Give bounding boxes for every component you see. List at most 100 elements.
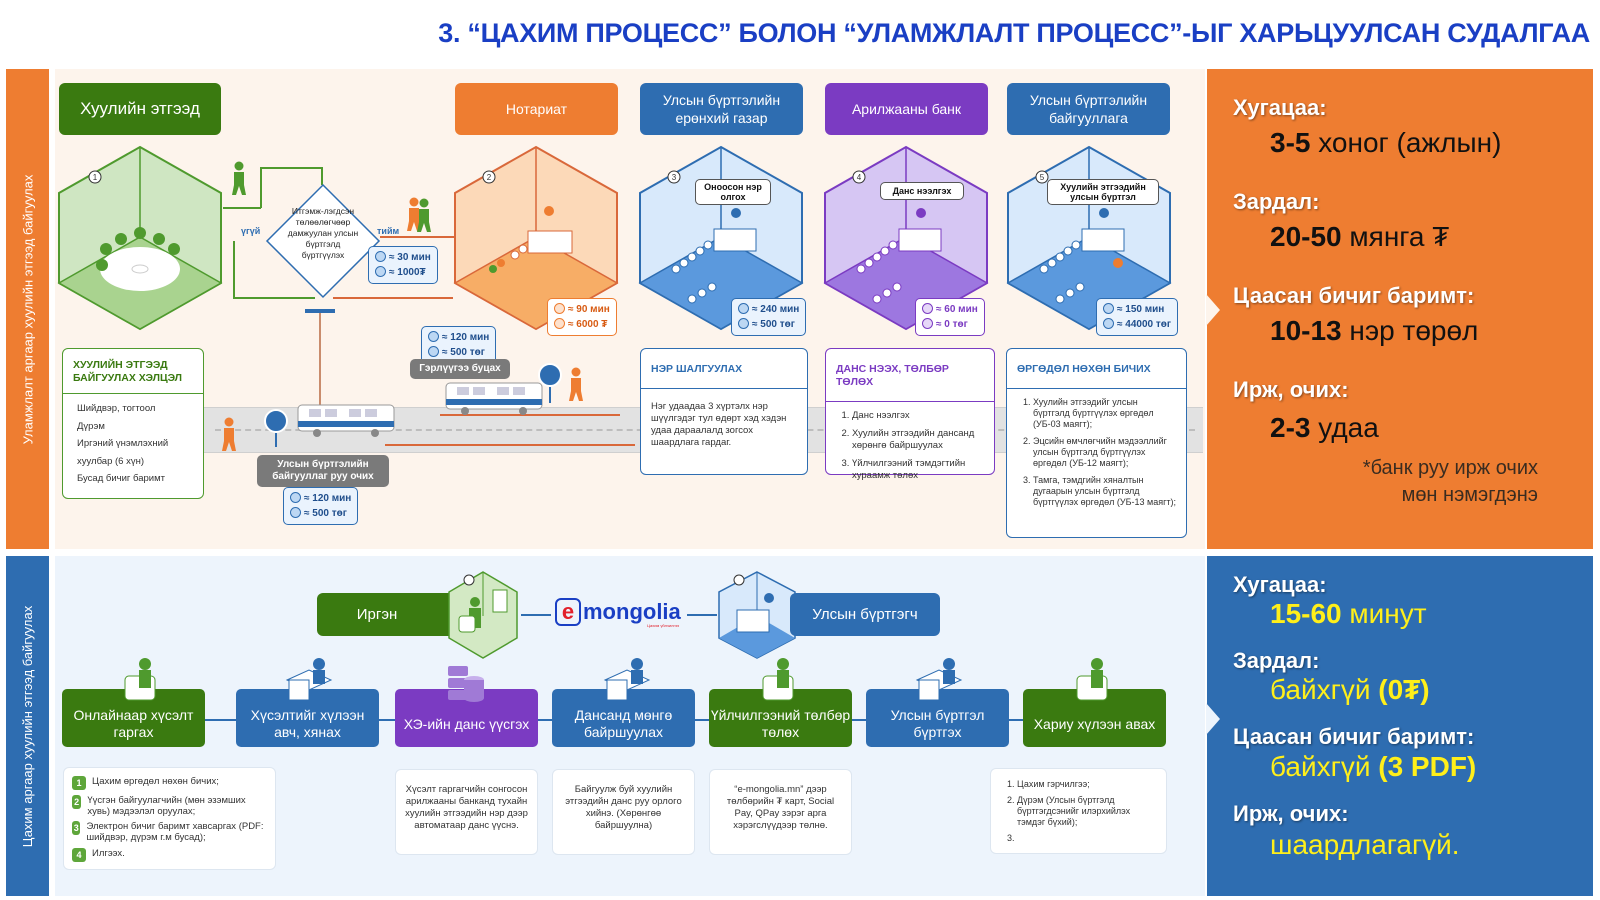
clerk-at-desk-icon bbox=[915, 658, 963, 701]
bus-icon bbox=[297, 404, 395, 437]
connector-line bbox=[233, 241, 235, 297]
emongolia-logo-text: mongolia bbox=[583, 599, 681, 624]
page-title: 3. “ЦАХИМ ПРОЦЕСС” БОЛОН “УЛАМЖЛАЛТ ПРОЦ… bbox=[438, 18, 1590, 48]
account-item: Үйлчилгээний тэмдэгтийн хураамж төлөх bbox=[852, 458, 984, 482]
application-item: Эцсийн өмчлөгчийн мэдээллийг улсын бүртг… bbox=[1033, 436, 1176, 469]
people-walking-icon bbox=[407, 197, 431, 232]
result-item: Цахим гэрчилгээ; bbox=[1017, 779, 1158, 790]
connector-line bbox=[333, 297, 453, 299]
tugrik-icon bbox=[554, 318, 565, 329]
payment-card: “e-mongolia.mn” дээр төлбөрийн ₮ карт, S… bbox=[709, 769, 852, 855]
speech-bubble-registration: Хуулийн этгээдийн улсын бүртгэл bbox=[1047, 179, 1159, 205]
account-card-title: ДАНС НЭЭХ, ТӨЛБӨР ТӨЛӨХ bbox=[826, 349, 994, 402]
clock-icon bbox=[375, 251, 386, 262]
merge-bar bbox=[305, 309, 335, 313]
connector-line bbox=[233, 297, 315, 299]
digital-step-deposit: Дансанд мөнгө байршуулах bbox=[552, 689, 695, 747]
step-badge: 4 bbox=[72, 848, 86, 862]
person-at-laptop-icon bbox=[762, 658, 794, 701]
go-registry-cost-badge: ≈ 120 мин ≈ 500 төг bbox=[283, 487, 359, 525]
clock-icon bbox=[290, 492, 301, 503]
summary-visits-label: Ирж, очих: bbox=[1233, 377, 1349, 402]
lane-traditional: Уламжлалт аргаар хуулийн этгээд байгуула… bbox=[6, 69, 49, 549]
result-card: Цахим гэрчилгээ; Дүрэм (Улсын бүртгэлд б… bbox=[990, 768, 1167, 854]
name-check-card: НЭР ШАЛГУУЛАХ Нэг удаадаа 3 хүртэлх нэр … bbox=[640, 348, 808, 475]
emongolia-logo-sub: Цахим үйлчилгээ bbox=[647, 623, 680, 628]
lane-digital: Цахим аргаар хуулийн этгээд байгуулах bbox=[6, 556, 49, 896]
decision-yes-label: тийм bbox=[377, 226, 400, 236]
digital-summary: Хугацаа: 15-60 минут Зардал: байхгүй (0₮… bbox=[1206, 556, 1593, 896]
header-registry-office: Улсын бүртгэлийн байгууллага bbox=[1007, 83, 1170, 135]
name-check-card-title: НЭР ШАЛГУУЛАХ bbox=[641, 349, 807, 389]
digital-process-panel: Иргэн e mongolia Цахим үйлчилгээ Улсын б… bbox=[55, 556, 1205, 896]
step-badge: 2 bbox=[72, 795, 82, 809]
step-arrow bbox=[695, 719, 709, 721]
summary-cost-label: Зардал: bbox=[1233, 189, 1320, 214]
step-number-5: 5 bbox=[1040, 173, 1045, 182]
connector-line bbox=[319, 313, 321, 407]
arrow-to-registrar bbox=[687, 614, 717, 616]
return-home-label: Гэрлүүгээ буцах bbox=[410, 359, 510, 379]
citizen-box: Иргэн bbox=[317, 593, 467, 636]
registrar-box: Улсын бүртгэгч bbox=[790, 593, 940, 636]
bus-stop-pole bbox=[549, 387, 551, 403]
agreement-item: Дүрэм bbox=[77, 420, 105, 432]
step-arrow bbox=[852, 719, 866, 721]
road-arrow-left bbox=[440, 414, 620, 416]
summary-time-value: 3-5 хоног (ажлын) bbox=[1270, 127, 1502, 158]
summary-docs-value: байхгүй (3 PDF) bbox=[1270, 751, 1477, 782]
tugrik-icon bbox=[1103, 318, 1114, 329]
registrar-office-illustration bbox=[718, 571, 796, 659]
header-bank: Арилжааны банк bbox=[825, 83, 988, 135]
bus-icon bbox=[445, 382, 543, 415]
emongolia-logo: e mongolia bbox=[555, 598, 681, 626]
summary-note: *банк руу ирж очих мөн нэмэгдэнэ bbox=[1362, 457, 1538, 506]
tugrik-icon bbox=[922, 318, 933, 329]
account-card: ДАНС НЭЭХ, ТӨЛБӨР ТӨЛӨХ Данс нээлгэх Хуу… bbox=[825, 348, 995, 481]
connector-line bbox=[380, 236, 455, 238]
registry-office-cost-badge: ≈ 150 мин ≈ 44000 төг bbox=[1096, 298, 1179, 336]
summary-time-label: Хугацаа: bbox=[1233, 572, 1327, 597]
traditional-process-panel: Хуулийн этгээд Нотариат Улсын бүртгэлийн… bbox=[55, 69, 1205, 549]
account-item: Данс нээлгэх bbox=[852, 410, 984, 422]
header-general-registry: Улсын бүртгэлийн ерөнхий газар bbox=[640, 83, 803, 135]
agreement-card-title: ХУУЛИЙН ЭТГЭЭД БАЙГУУЛАХ ХЭЛЦЭЛ bbox=[63, 349, 203, 394]
tugrik-icon bbox=[428, 346, 439, 357]
agreement-item: Бусад бичиг баримт bbox=[77, 473, 165, 484]
result-item bbox=[1017, 833, 1158, 844]
emongolia-logo-e: e bbox=[555, 598, 581, 626]
connector-line bbox=[223, 207, 261, 209]
arrow-to-citizen bbox=[521, 614, 551, 616]
citizen-home-illustration bbox=[448, 571, 518, 659]
clock-icon bbox=[428, 331, 439, 342]
agreement-card: ХУУЛИЙН ЭТГЭЭД БАЙГУУЛАХ ХЭЛЦЭЛ Шийдвэр,… bbox=[62, 348, 204, 499]
summary-visits-value: шаардлагагүй. bbox=[1270, 829, 1460, 860]
application-card-title: ӨРГӨДӨЛ НӨХӨН БИЧИХ bbox=[1007, 349, 1186, 389]
database-icon bbox=[448, 666, 484, 702]
go-registry-label: Улсын бүртгэлийн байгууллаг руу очих bbox=[257, 455, 389, 487]
summary-docs-label: Цаасан бичиг баримт: bbox=[1233, 724, 1475, 749]
meeting-room-illustration: 1 bbox=[57, 145, 223, 331]
summary-docs-value: 10-13 нэр төрөл bbox=[1270, 315, 1479, 346]
person-at-laptop-icon bbox=[1076, 658, 1108, 701]
step-arrow bbox=[205, 719, 236, 721]
decision-no-label: үгүй bbox=[241, 226, 261, 236]
bus-stop-pole bbox=[275, 433, 277, 447]
notary-cost-badge: ≈ 90 мин ≈ 6000 ₮ bbox=[547, 298, 617, 336]
summary-cost-value: 20-50 мянга ₮ bbox=[1270, 221, 1450, 252]
connector-line bbox=[260, 167, 322, 169]
result-item: Дүрэм (Улсын бүртгэлд бүртгэгдсэнийг илэ… bbox=[1017, 795, 1158, 828]
header-legal-entity: Хуулийн этгээд bbox=[59, 83, 221, 135]
lane-label-digital: Цахим аргаар хуулийн этгээд байгуулах bbox=[20, 605, 36, 847]
person-walking-icon bbox=[222, 417, 236, 451]
step-arrow bbox=[379, 719, 395, 721]
clerk-at-desk-icon bbox=[603, 658, 651, 701]
summary-visits-label: Ирж, очих: bbox=[1233, 801, 1349, 826]
decision-cost-badge: ≈ 30 мин ≈ 1000₮ bbox=[368, 246, 438, 284]
clock-icon bbox=[922, 303, 933, 314]
person-at-laptop-icon bbox=[124, 658, 156, 701]
agreement-item: Иргэний үнэмлэхний хуулбар (6 хүн) bbox=[77, 438, 169, 467]
step-number-2: 2 bbox=[487, 173, 492, 182]
step-number-4: 4 bbox=[857, 173, 862, 182]
